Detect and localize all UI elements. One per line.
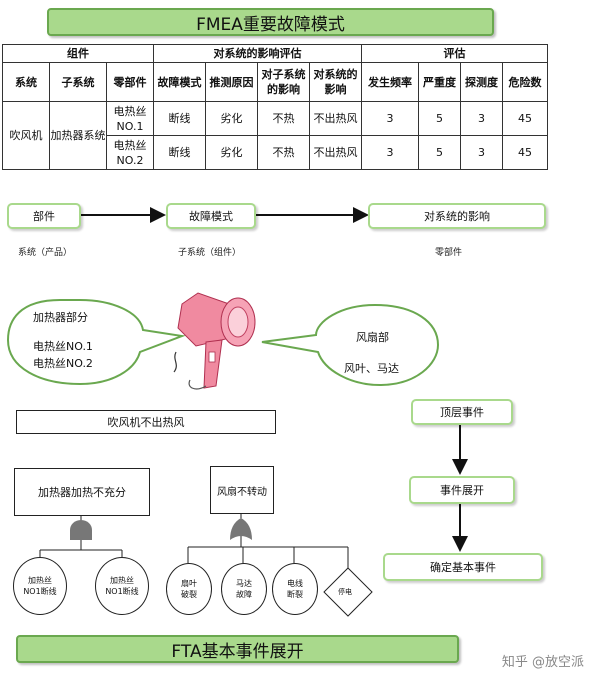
bubble-left-line: 电热丝NO.1 <box>33 340 93 353</box>
side-flow-label: 事件展开 <box>440 484 484 497</box>
flow-box-component: 部件 <box>7 203 81 229</box>
bubble-right-title: 风扇部 <box>356 331 389 344</box>
bubble-left-title: 加热器部分 <box>33 311 88 324</box>
flow-box-label: 故障模式 <box>189 210 233 223</box>
basic-event-circle: 马达故障 <box>221 563 267 615</box>
side-flow-top-event: 顶层事件 <box>411 399 513 425</box>
fta-title: FTA基本事件展开 <box>171 641 304 662</box>
fmea-title-banner: FMEA重要故障模式 <box>47 8 494 36</box>
basic-event-circle: 电线断裂 <box>272 563 318 615</box>
fta-top-event: 吹风机不出热风 <box>16 410 276 434</box>
basic-event-circle: 加热丝NO1断线 <box>95 557 149 615</box>
basic-event-label: 扇叶破裂 <box>181 579 197 599</box>
speech-bubble-right-shape <box>261 303 440 387</box>
watermark: 知乎 @放空派 <box>501 655 584 670</box>
side-flow-label: 确定基本事件 <box>430 561 496 574</box>
fmea-table: 组件 对系统的影响评估 评估 系统 子系统 零部件 故障模式 推测原因 对子系统… <box>1 44 549 170</box>
speech-bubble-left-shape <box>6 299 186 386</box>
basic-event-label: 加热丝NO1断线 <box>105 576 139 596</box>
column-header: 系统 <box>2 62 50 102</box>
side-flow-label: 顶层事件 <box>440 406 484 419</box>
table-cell: 不出热风 <box>309 135 363 170</box>
table-cell: 不热 <box>257 135 311 170</box>
table-cell: 45 <box>502 135 549 170</box>
flow-caption-part: 零部件 <box>435 248 463 258</box>
table-cell: 劣化 <box>205 135 259 170</box>
and-gate-icon <box>70 520 92 540</box>
table-cell: 电热丝NO.1 <box>105 101 155 136</box>
table-cell: 不出热风 <box>309 101 363 136</box>
flow-caption-subsystem: 子系统（组件） <box>178 248 242 258</box>
fta-event-fan: 风扇不转动 <box>210 466 274 514</box>
column-header: 发生频率 <box>361 62 420 102</box>
system-cell: 吹风机 <box>2 101 50 170</box>
side-flow-expand: 事件展开 <box>409 476 515 504</box>
basic-event-label: 马达故障 <box>236 579 252 599</box>
bubble-left-line: 电热丝NO.2 <box>33 357 93 370</box>
fta-event-label: 加热器加热不充分 <box>38 486 126 499</box>
fta-title-banner: FTA基本事件展开 <box>16 635 459 663</box>
flow-caption-system: 系统（产品） <box>18 248 73 258</box>
flow-box-label: 部件 <box>33 210 55 223</box>
or-gate-icon <box>230 518 252 540</box>
column-header: 子系统 <box>49 62 107 102</box>
table-cell: 断线 <box>153 135 207 170</box>
fta-top-event-label: 吹风机不出热风 <box>107 416 185 429</box>
fta-event-label: 风扇不转动 <box>217 486 267 498</box>
basic-event-label: 加热丝NO1断线 <box>23 576 57 596</box>
subsystem-cell: 加热器系统 <box>49 101 107 170</box>
basic-event-label: 电线断裂 <box>287 579 303 599</box>
bubble-right-line: 风叶、马达 <box>344 362 399 375</box>
table-row: 吹风机 加热器系统 电热丝NO.1 断线 劣化 不热 不出热风 3 5 3 45 <box>2 101 549 170</box>
column-header: 对系统的影响 <box>309 62 363 102</box>
table-row: 电热丝NO.2 断线 劣化 不热 不出热风 3 5 3 45 <box>3 135 549 170</box>
fmea-title: FMEA重要故障模式 <box>196 14 345 35</box>
table-cell: 3 <box>460 135 504 170</box>
diamond-label: 停电 <box>338 588 352 596</box>
undeveloped-event-diamond <box>323 567 373 617</box>
flow-box-failure-mode: 故障模式 <box>166 203 256 229</box>
basic-event-circle: 加热丝NO1断线 <box>13 557 67 615</box>
column-header: 零部件 <box>105 62 155 102</box>
table-cell: 不热 <box>257 101 311 136</box>
flow-box-system-impact: 对系统的影响 <box>368 203 546 229</box>
column-header: 严重度 <box>418 62 462 102</box>
side-flow-basic-event: 确定基本事件 <box>383 553 543 581</box>
basic-event-circle: 扇叶破裂 <box>166 563 212 615</box>
fta-event-heater: 加热器加热不充分 <box>14 468 150 516</box>
column-header: 探测度 <box>460 62 504 102</box>
flow-box-label: 对系统的影响 <box>424 210 490 223</box>
table-cell: 3 <box>361 135 420 170</box>
hair-dryer-icon <box>173 292 256 390</box>
table-cell: 电热丝NO.2 <box>105 135 155 170</box>
